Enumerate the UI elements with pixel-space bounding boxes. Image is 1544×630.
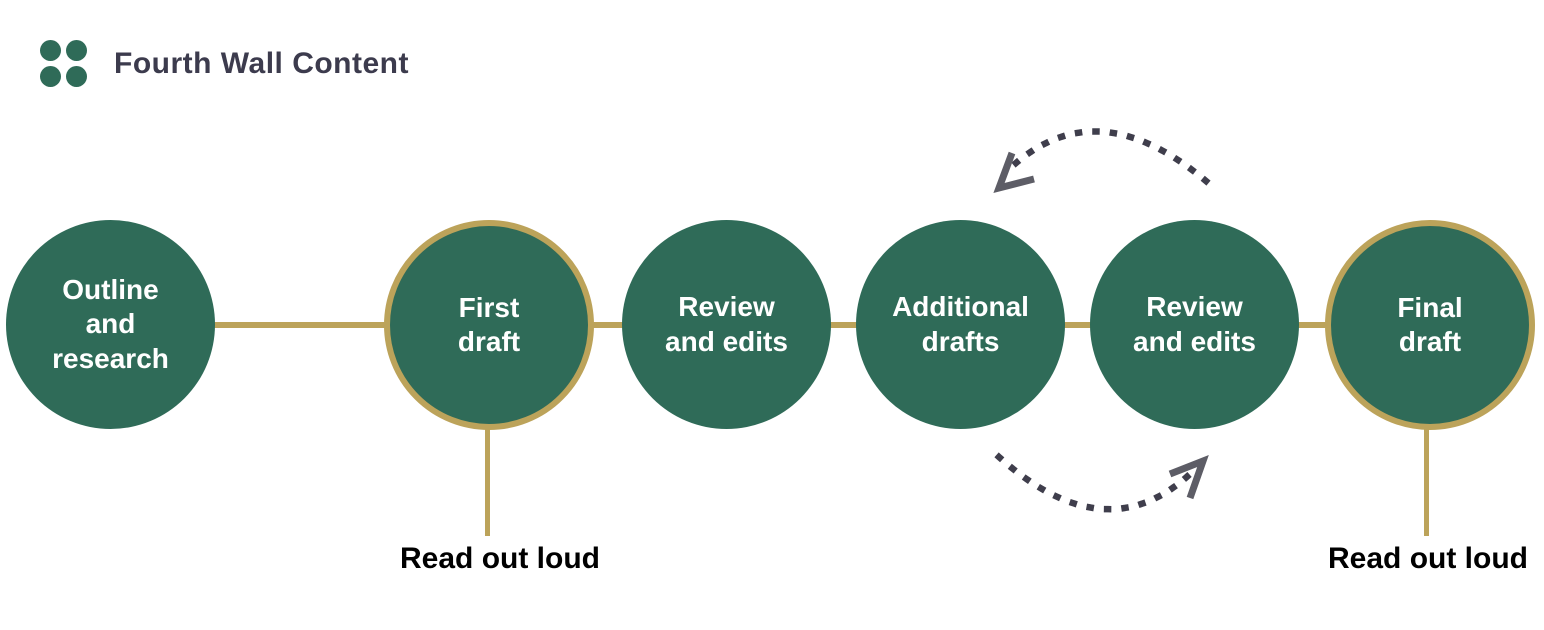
logo-dot: [66, 66, 87, 87]
four-dots-logo-icon: [40, 40, 87, 87]
loop-arrow-bottom-arrowhead-icon: [1168, 454, 1209, 500]
step-review-and-edits-2: Review and edits: [1090, 220, 1299, 429]
note-read-out-loud-first: Read out loud: [400, 542, 600, 575]
step-label: First draft: [457, 291, 521, 357]
logo-dot: [66, 40, 87, 61]
step-outline-and-research: Outline and research: [6, 220, 215, 429]
step-label: Review and edits: [665, 291, 788, 357]
loop-arrow-bottom-arc: [994, 452, 1195, 513]
final-draft-note-line: [1424, 420, 1429, 536]
brand-name: Fourth Wall Content: [114, 46, 409, 80]
first-draft-note-line: [485, 420, 490, 536]
note-read-out-loud-final: Read out loud: [1328, 542, 1528, 575]
logo-dot: [40, 40, 61, 61]
step-first-draft: First draft: [384, 220, 594, 430]
step-final-draft: Final draft: [1325, 220, 1535, 430]
step-label: Outline and research: [52, 274, 169, 374]
brand-logo: Fourth Wall Content: [40, 40, 409, 87]
step-label: Final draft: [1397, 291, 1463, 357]
step-label: Review and edits: [1133, 291, 1256, 357]
logo-dot: [40, 66, 61, 87]
loop-arrow-top-arrowhead-icon: [993, 151, 1035, 194]
step-review-and-edits-1: Review and edits: [622, 220, 831, 429]
loop-arrow-top-arc: [1011, 128, 1211, 186]
step-additional-drafts: Additional drafts: [856, 220, 1065, 429]
step-label: Additional drafts: [892, 291, 1029, 357]
